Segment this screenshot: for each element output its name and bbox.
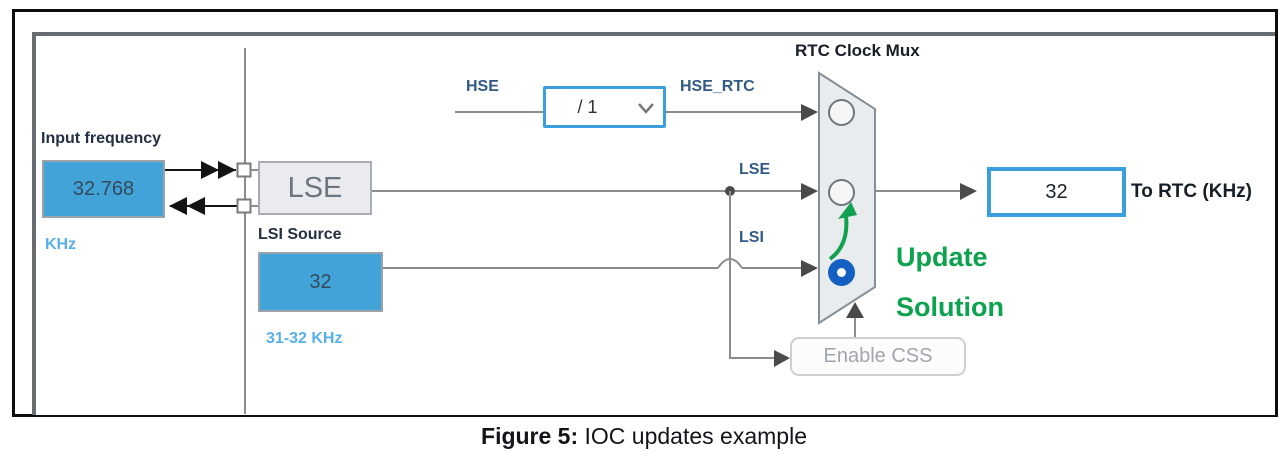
figure-caption-label: Figure 5:: [481, 423, 579, 449]
chevron-down-icon: [638, 103, 654, 114]
lsi-source-field[interactable]: 32: [258, 252, 383, 312]
lsi-source-label: LSI Source: [258, 226, 342, 243]
annotation-line2: Solution: [896, 292, 1004, 322]
hse-divider-dropdown[interactable]: / 1: [543, 86, 666, 128]
mux-radio-lse[interactable]: [828, 179, 855, 206]
mux-radio-hse-rtc[interactable]: [828, 99, 855, 126]
input-frequency-unit: KHz: [45, 236, 77, 253]
rtc-clock-mux-title: RTC Clock Mux: [795, 41, 920, 60]
enable-css-button[interactable]: Enable CSS: [790, 337, 966, 376]
figure-caption: Figure 5: IOC updates example: [0, 423, 1288, 450]
lse-block: LSE: [258, 161, 372, 215]
hse-signal-label: HSE: [466, 78, 499, 95]
to-rtc-label: To RTC (KHz): [1131, 181, 1253, 202]
hse-rtc-signal-label: HSE_RTC: [680, 78, 755, 95]
update-solution-annotation: Update Solution: [896, 232, 1004, 332]
input-frequency-field[interactable]: 32.768: [42, 160, 165, 218]
to-rtc-value-field[interactable]: 32: [987, 167, 1126, 217]
figure-caption-text: IOC updates example: [578, 423, 807, 449]
hse-divider-value: / 1: [577, 96, 598, 117]
annotation-line1: Update: [896, 242, 988, 272]
lsi-wire-label: LSI: [739, 229, 764, 246]
input-frequency-label: Input frequency: [41, 130, 162, 147]
lse-wire-label: LSE: [739, 161, 771, 178]
mux-radio-lsi-selected[interactable]: [828, 259, 855, 286]
lsi-range-label: 31-32 KHz: [266, 330, 343, 347]
